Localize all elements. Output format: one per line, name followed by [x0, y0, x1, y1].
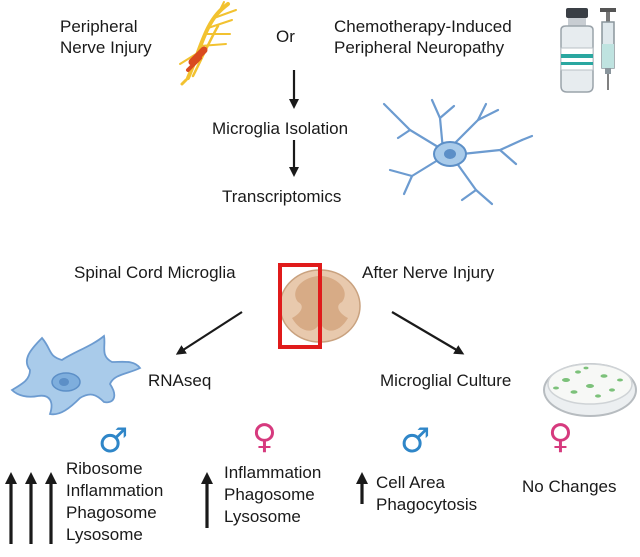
arrow-to-culture	[391, 311, 465, 355]
input-left-line1: Peripheral	[60, 17, 138, 36]
petri-dish-icon	[543, 363, 637, 417]
result-item: Inflammation	[66, 481, 164, 500]
result-item: Phagosome	[66, 503, 157, 522]
input-right-line1: Chemotherapy-Induced	[334, 17, 512, 36]
result-item: Phagocytosis	[376, 495, 478, 514]
microglia-cell-icon	[382, 98, 534, 206]
input-left-line2: Nerve Injury	[60, 38, 152, 57]
male-symbol-2: ♂	[400, 421, 431, 461]
method-microglial-culture: Microglial Culture	[380, 371, 512, 390]
step-isolation: Microglia Isolation	[212, 119, 349, 138]
label-after-nerve-injury: After Nerve Injury	[362, 263, 495, 282]
arrow-to-rnaseq	[175, 311, 243, 355]
male-symbol-1: ♂	[98, 421, 129, 461]
highlight-box	[278, 263, 322, 349]
result-item: Phagosome	[224, 485, 315, 504]
female-symbol-2: ♀	[548, 417, 573, 457]
result-item: Lysosome	[66, 525, 143, 544]
nerve-icon	[179, 1, 237, 86]
results-male-culture: Cell Area Phagocytosis	[376, 472, 477, 516]
input-right-line2: Peripheral Neuropathy	[334, 38, 505, 57]
results-male-rnaseq: Ribosome Inflammation Phagosome Lysosome	[66, 458, 163, 546]
input-peripheral-nerve-injury: Peripheral Nerve Injury	[60, 16, 152, 58]
label-spinal-cord-microglia: Spinal Cord Microglia	[74, 263, 236, 282]
vial-icon	[560, 8, 594, 93]
results-female-rnaseq: Inflammation Phagosome Lysosome	[224, 462, 321, 528]
microglia-amoeboid-icon	[10, 334, 142, 416]
result-item: Ribosome	[66, 459, 143, 478]
results-female-culture: No Changes	[522, 476, 617, 498]
connector-or: Or	[276, 27, 295, 46]
spinal-cord-icon	[278, 263, 361, 349]
step-transcriptomics: Transcriptomics	[222, 187, 342, 206]
syringe-icon	[600, 8, 616, 90]
result-item: Cell Area	[376, 473, 445, 492]
result-item: Lysosome	[224, 507, 301, 526]
female-symbol-1: ♀	[252, 417, 277, 457]
result-item: No Changes	[522, 477, 617, 496]
method-rnaseq: RNAseq	[148, 371, 212, 390]
result-item: Inflammation	[224, 463, 322, 482]
input-chemotherapy-neuropathy: Chemotherapy-Induced Peripheral Neuropat…	[334, 16, 512, 58]
